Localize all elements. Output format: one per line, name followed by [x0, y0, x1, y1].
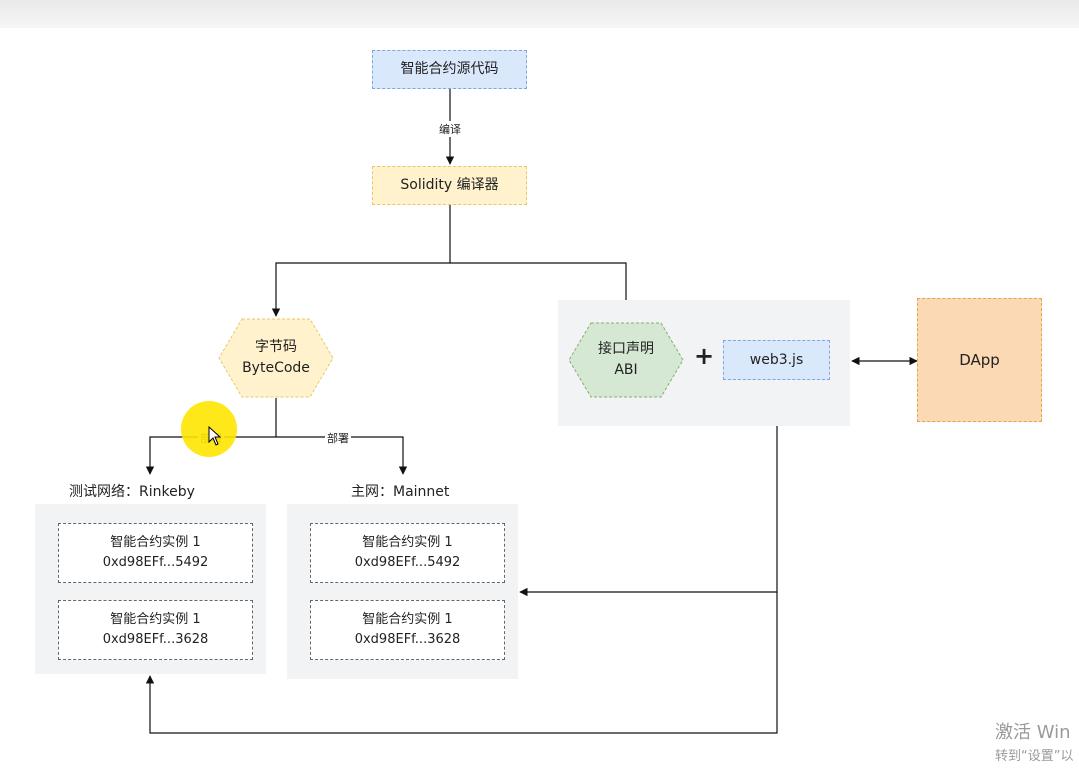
instance-address: 0xd98EFf...5492 [354, 555, 461, 570]
instance-name: 智能合约实例 1 [362, 535, 453, 550]
instance-address: 0xd98EFf...3628 [102, 632, 209, 647]
edge-compiler-to-bytecode [271, 205, 451, 317]
web3-node[interactable]: web3.js [723, 340, 830, 380]
window-top-bar [0, 0, 1079, 28]
plus-sign: + [694, 342, 715, 370]
mouse-pointer-icon [208, 426, 222, 446]
abi-node[interactable]: 接口声明 ABI [568, 322, 684, 398]
compile-edge-label: 编译 [437, 121, 463, 137]
web3-label: web3.js [749, 351, 804, 368]
testnet-instance-1[interactable]: 智能合约实例 1 0xd98EFf...5492 [58, 523, 253, 583]
edge-deploy-to-mainnet [276, 436, 408, 475]
instance-name: 智能合约实例 1 [362, 612, 453, 627]
testnet-title: 测试网络：Rinkeby [69, 484, 195, 500]
activation-watermark-line1: 激活 Win [995, 722, 1071, 743]
dapp-node[interactable]: DApp [917, 298, 1042, 422]
source-code-label: 智能合约源代码 [400, 61, 499, 77]
bytecode-label-en: ByteCode [242, 360, 310, 376]
compiler-label: Solidity 编译器 [400, 177, 499, 193]
edge-web3-to-testnet [145, 592, 778, 734]
mainnet-instance-1[interactable]: 智能合约实例 1 0xd98EFf...5492 [310, 523, 505, 583]
bytecode-node[interactable]: 字节码 ByteCode [218, 318, 334, 398]
abi-label-en: ABI [614, 362, 638, 378]
bytecode-hexagon-shape [218, 318, 334, 398]
abi-label-cn: 接口声明 [598, 341, 654, 357]
deploy-right-edge-label: 部署 [325, 430, 351, 446]
testnet-instance-2[interactable]: 智能合约实例 1 0xd98EFf...3628 [58, 600, 253, 660]
instance-address: 0xd98EFf...5492 [102, 555, 209, 570]
activation-watermark-line2: 转到“设置”以 [995, 749, 1074, 764]
compiler-node[interactable]: Solidity 编译器 [372, 166, 527, 205]
mainnet-instance-2[interactable]: 智能合约实例 1 0xd98EFf...3628 [310, 600, 505, 660]
dapp-label: DApp [959, 350, 1000, 369]
instance-name: 智能合约实例 1 [110, 535, 201, 550]
abi-hexagon-shape [568, 322, 684, 398]
instance-name: 智能合约实例 1 [110, 612, 201, 627]
source-code-node[interactable]: 智能合约源代码 [372, 50, 527, 89]
mainnet-title: 主网：Mainnet [351, 484, 450, 500]
bytecode-label-cn: 字节码 [255, 339, 297, 355]
instance-address: 0xd98EFf...3628 [354, 632, 461, 647]
